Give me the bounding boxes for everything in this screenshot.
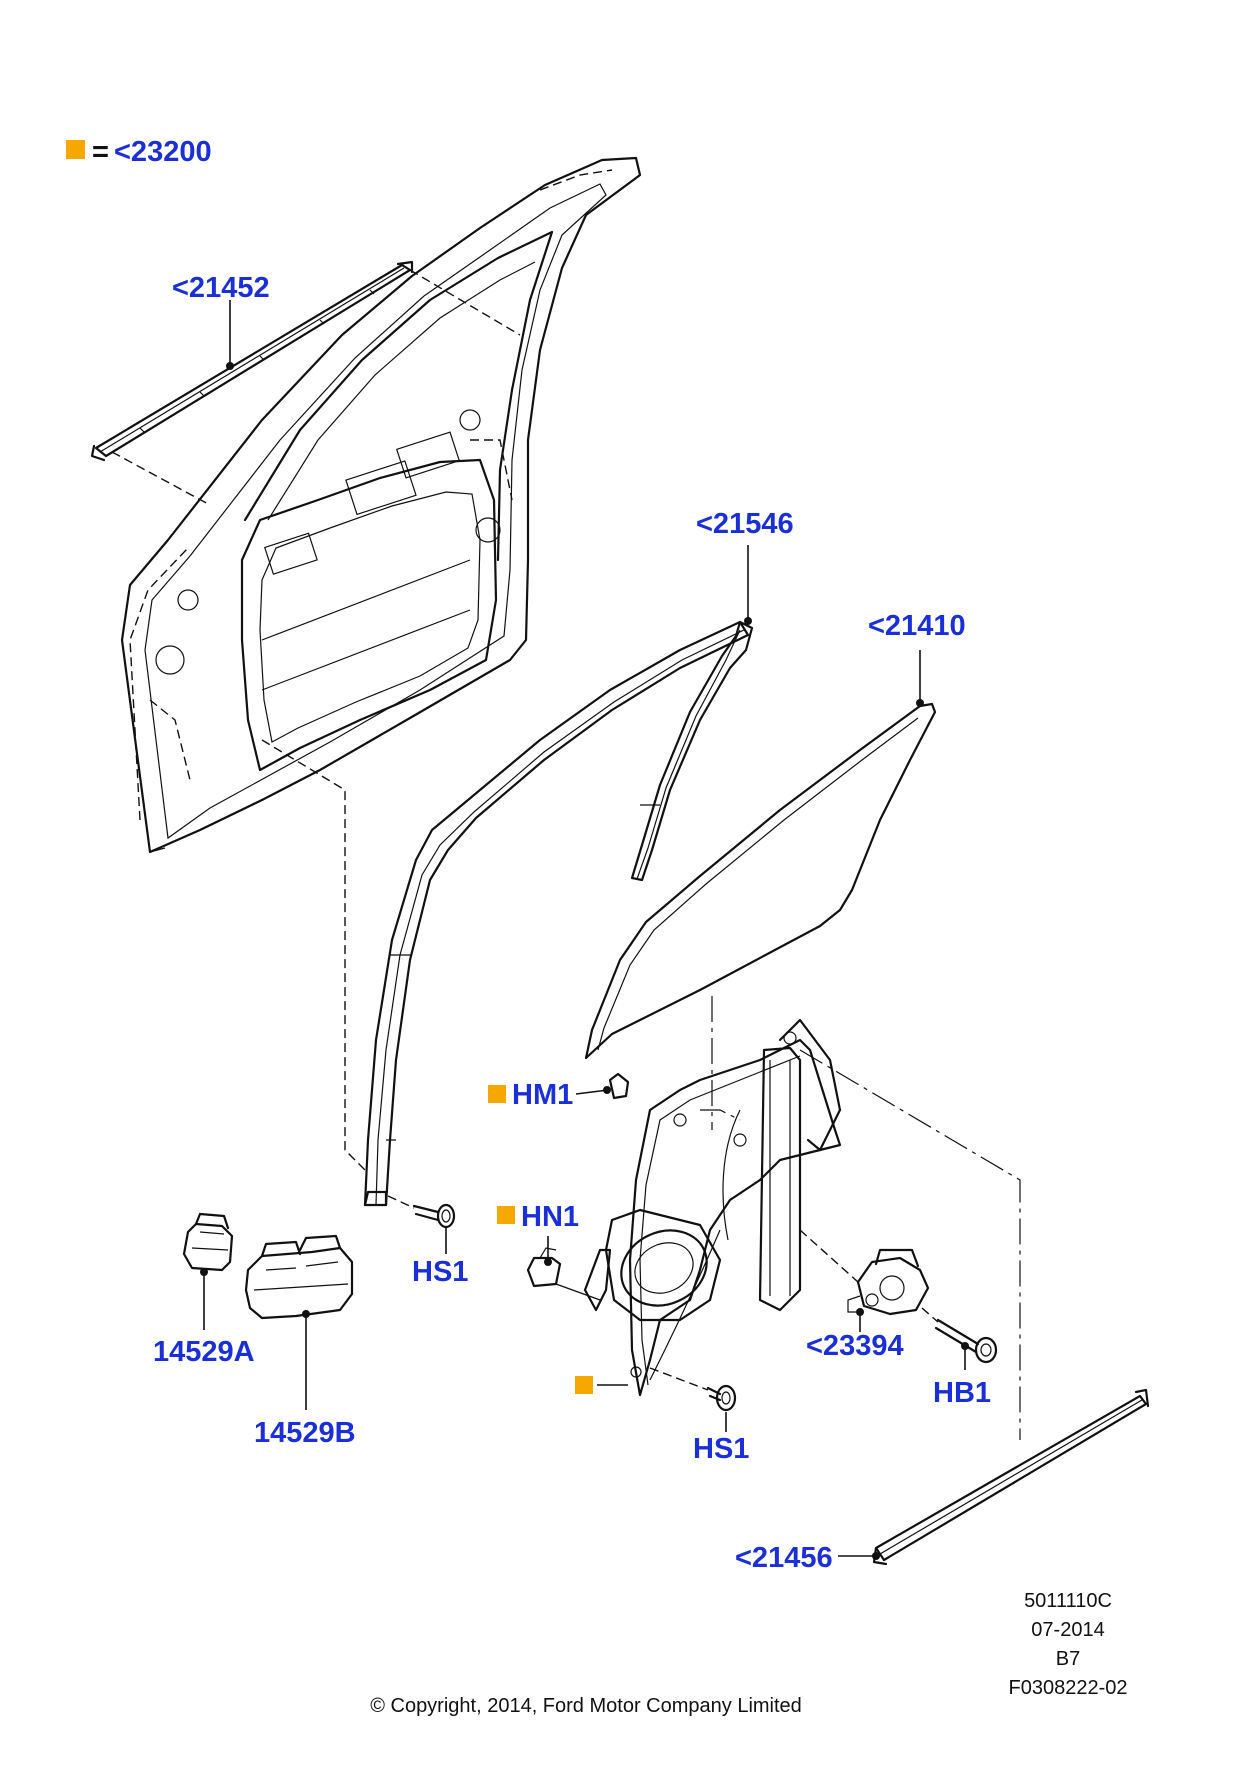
door-inner-panel — [120, 156, 642, 854]
leader-dot-21410 — [916, 699, 924, 707]
bolt-guide — [921, 1307, 939, 1323]
regulator-lower-marker — [575, 1376, 593, 1394]
legend-equals: = — [92, 136, 109, 168]
callout-21456[interactable]: <21456 — [735, 1542, 833, 1574]
leader-dot-21546 — [744, 617, 752, 625]
hs1-upper-guide — [387, 1195, 415, 1209]
leader-dot-21452 — [226, 362, 234, 370]
leader-dot-21456 — [872, 1552, 880, 1560]
leader-dot-23394 — [856, 1308, 864, 1316]
legend-code[interactable]: <23200 — [114, 136, 212, 168]
hm1-marker — [488, 1085, 506, 1103]
callout-hs1-upper[interactable]: HS1 — [412, 1256, 468, 1288]
window-switch-single — [182, 1212, 234, 1272]
glass-run-channel — [363, 620, 754, 1207]
callout-hb1[interactable]: HB1 — [933, 1377, 991, 1409]
callout-14529a[interactable]: 14529A — [153, 1336, 255, 1368]
hn1-marker — [497, 1206, 515, 1224]
info-line-2: 07-2014 — [1031, 1619, 1104, 1641]
leader-dot-hm1 — [603, 1086, 611, 1094]
hn1-guide — [555, 1283, 601, 1301]
hs1-lower-guide — [649, 1367, 709, 1391]
guide-regulator-left — [700, 1109, 741, 1121]
callout-14529b[interactable]: 14529B — [254, 1417, 356, 1449]
window-motor — [847, 1248, 930, 1316]
window-switch-master — [244, 1234, 354, 1320]
leader-dot-14529b — [302, 1310, 310, 1318]
callout-21410[interactable]: <21410 — [868, 610, 966, 642]
legend-marker — [66, 140, 85, 159]
window-regulator — [526, 1018, 842, 1397]
info-line-4: F0308222-02 — [1009, 1677, 1128, 1699]
info-line-3: B7 — [1056, 1648, 1080, 1670]
leader-dot-hb1 — [961, 1342, 969, 1350]
motor-guide — [799, 1229, 859, 1283]
callout-21546[interactable]: <21546 — [696, 508, 794, 540]
guide-door-to-channel — [261, 739, 366, 1171]
belt-weatherstrip-inner — [872, 1388, 1150, 1566]
callout-23394[interactable]: <23394 — [806, 1330, 904, 1362]
belt-strip-guide-2 — [409, 269, 521, 336]
belt-strip-guide-1 — [111, 451, 211, 506]
leader-dot-14529a — [200, 1268, 208, 1276]
info-line-1: 5011110C — [1024, 1590, 1112, 1612]
callout-hs1-lower[interactable]: HS1 — [693, 1433, 749, 1465]
bolt-hb1 — [934, 1318, 998, 1364]
guide-regulator-right — [799, 1049, 1021, 1440]
callout-21452[interactable]: <21452 — [172, 272, 270, 304]
screw-hs1-upper — [412, 1203, 456, 1229]
callout-hm1[interactable]: HM1 — [512, 1079, 573, 1111]
leader-dot-hn1 — [544, 1258, 552, 1266]
screw-hs1-lower — [706, 1384, 737, 1412]
callout-hn1[interactable]: HN1 — [521, 1201, 579, 1233]
copyright: © Copyright, 2014, Ford Motor Company Li… — [370, 1695, 802, 1717]
leader-hm1 — [575, 1089, 609, 1095]
door-glass — [584, 702, 937, 1060]
